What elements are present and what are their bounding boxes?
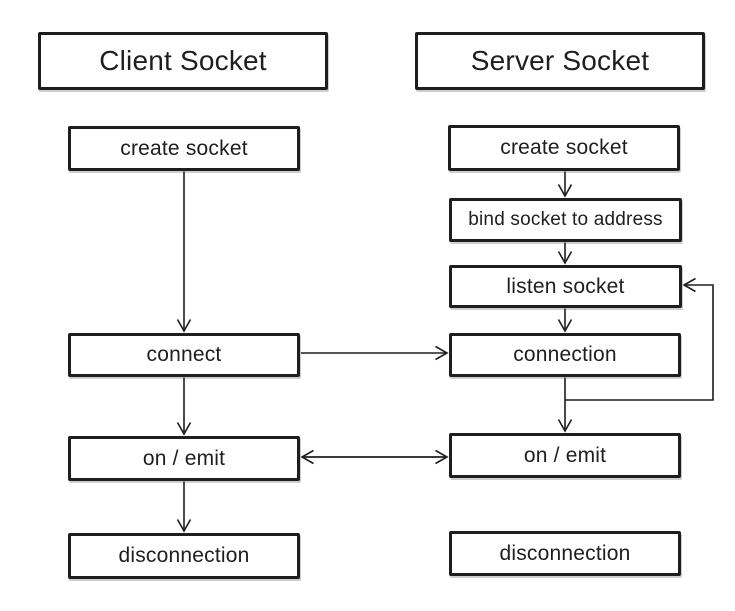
client-socket-header: Client Socket: [38, 32, 328, 90]
arrow-loop-connection-to-listen: [565, 277, 714, 401]
server-listen-socket-node: listen socket: [449, 265, 682, 308]
server-disconnection-node: disconnection: [449, 531, 681, 576]
server-bind-socket-node: bind socket to address: [449, 198, 682, 242]
client-disconnection-node: disconnection: [68, 533, 300, 579]
server-create-socket-node: create socket: [448, 125, 680, 171]
client-connect-node: connect: [68, 333, 300, 377]
client-create-socket-node: create socket: [68, 126, 300, 171]
server-connection-node: connection: [449, 333, 681, 377]
client-on-emit-node: on / emit: [68, 436, 300, 481]
server-socket-header: Server Socket: [415, 32, 705, 90]
server-on-emit-node: on / emit: [449, 433, 681, 478]
